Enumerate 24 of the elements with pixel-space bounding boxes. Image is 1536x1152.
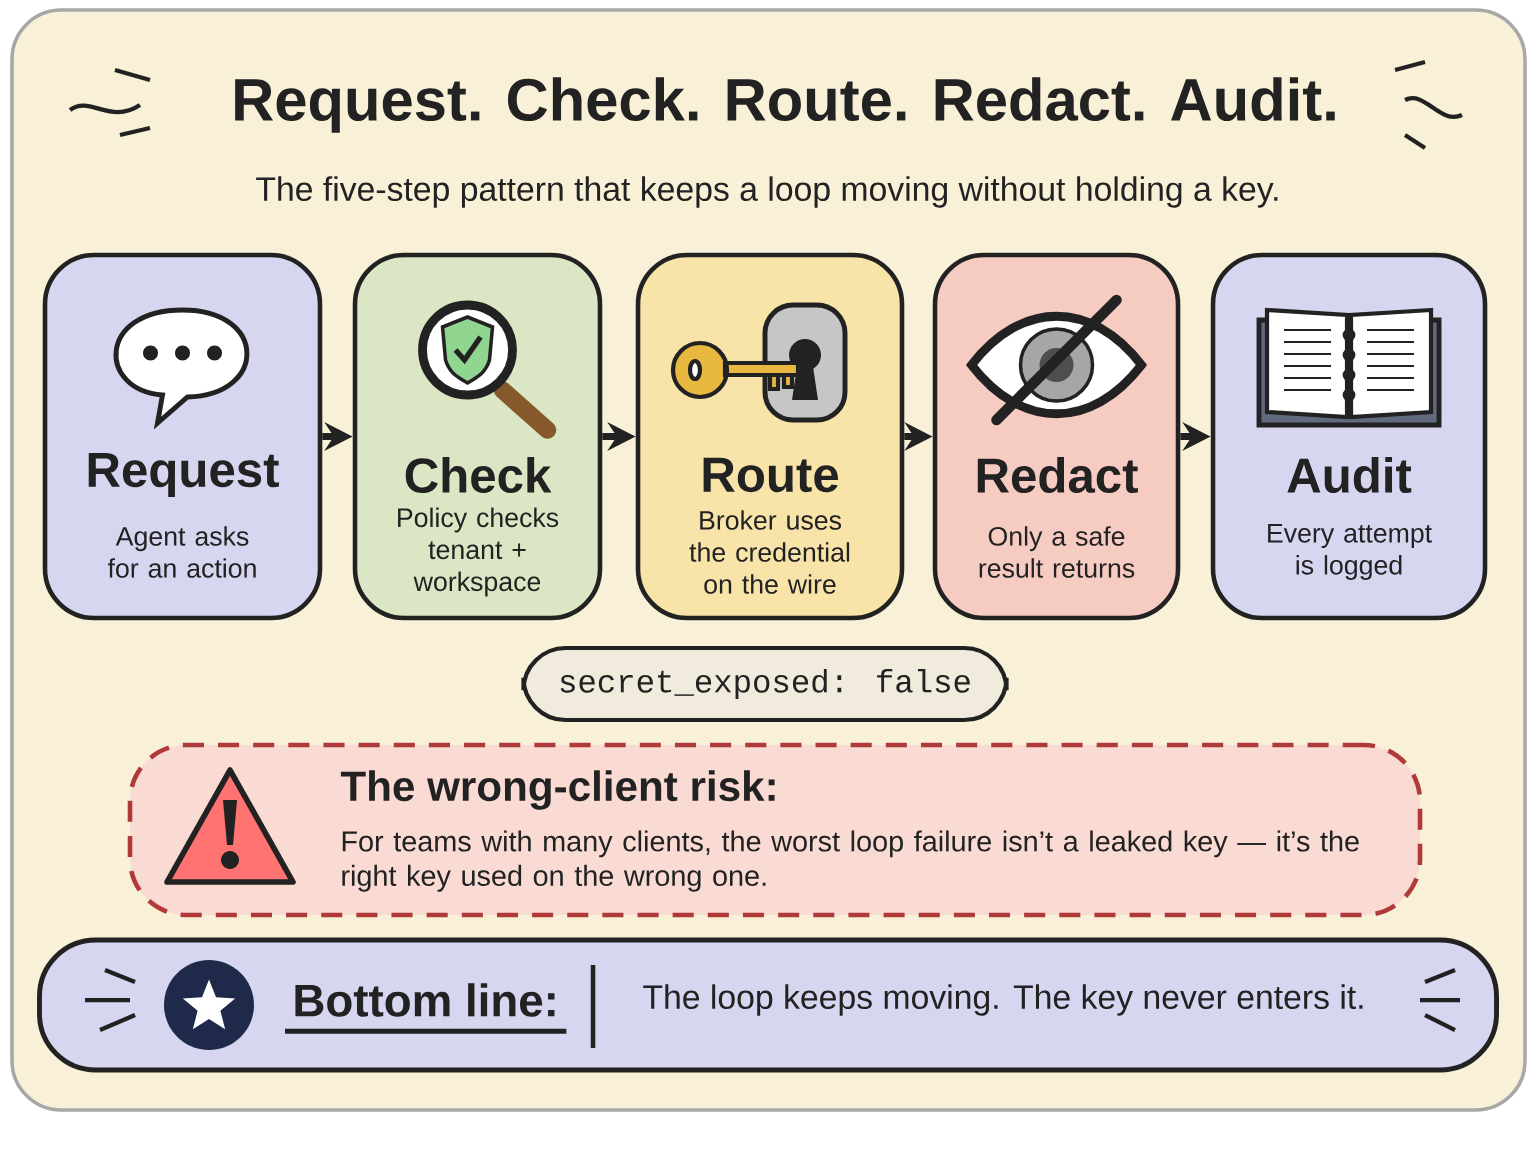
warning-title: The wrong-client risk:: [340, 770, 775, 810]
step-description: Every attempt is logged: [1268, 524, 1432, 580]
bottom-line-text: The loop keeps moving. The key never enters it.: [643, 984, 1363, 1016]
step-description: Agent asks for an action: [107, 526, 256, 578]
step-title: Check: [405, 456, 552, 494]
step-description: Broker uses the credential on the wire: [689, 510, 850, 594]
step-title: Redact: [977, 456, 1138, 494]
step-card: [932, 252, 1181, 621]
step-title: Route: [703, 457, 839, 493]
title: Request. Check. Route. Redact. Audit.: [235, 77, 1335, 133]
code-pill: secret_exposed: false: [521, 645, 1009, 723]
step-description: Only a safe result returns: [979, 526, 1135, 578]
step-title: Request: [88, 453, 279, 497]
subtitle: The five-step pattern that keeps a loop moving without holding a key.: [256, 176, 1278, 208]
step-card: [635, 252, 905, 621]
warning-text: For teams with many clients, the worst loop failure isn’t a leaked key — it’s the right key used on the wrong one.: [342, 830, 1359, 892]
step-card: [352, 252, 603, 621]
bottom-line-banner: [37, 937, 1499, 1073]
warning-box: [127, 742, 1423, 918]
step-card: [1210, 252, 1488, 621]
step-title: Audit: [1287, 456, 1412, 494]
bottom-line-heading: Bottom line:: [285, 983, 567, 1034]
step-description: Policy checks tenant + workspace: [398, 507, 559, 597]
step-card: [42, 252, 323, 621]
